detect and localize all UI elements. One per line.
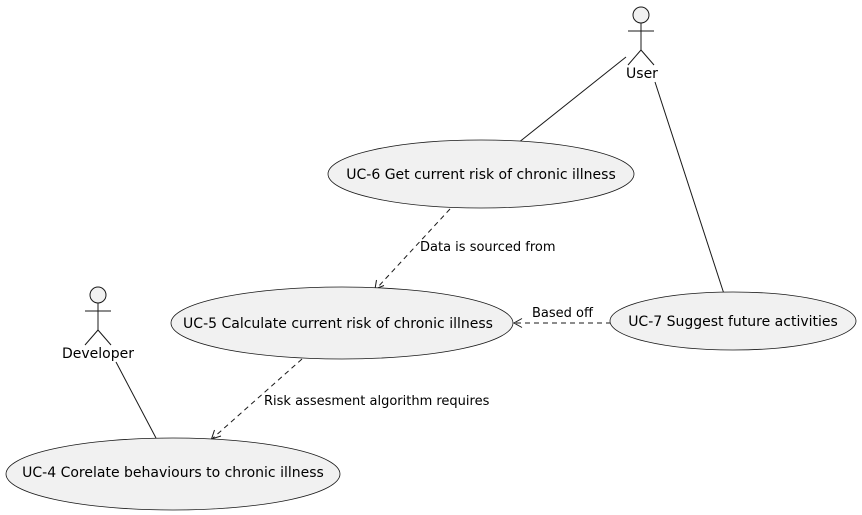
uc6-uc5-dependency-label: Data is sourced from — [420, 240, 556, 255]
actor-developer: Developer — [62, 286, 134, 362]
use-case-uc6: UC-6 Get current risk of chronic illness — [327, 139, 635, 209]
uc7-uc5-dependency-label: Based off — [532, 306, 594, 321]
user-uc7-association — [654, 81, 726, 298]
use-case-uc5: UC-5 Calculate current risk of chronic i… — [170, 286, 514, 360]
user-head — [632, 6, 650, 24]
developer-uc4-association — [115, 361, 157, 439]
use-case-uc4: UC-4 Corelate behaviours to chronic illn… — [5, 437, 341, 511]
actor-user-label: User — [626, 66, 658, 82]
use-case-uc4-label: UC-4 Corelate behaviours to chronic illn… — [22, 465, 324, 481]
uc7-uc5-dependency — [512, 318, 611, 328]
developer-head — [89, 286, 107, 304]
actor-user: User — [626, 6, 658, 82]
use-case-uc7-label: UC-7 Suggest future activities — [628, 314, 838, 330]
user-uc6-association — [517, 56, 627, 144]
uc5-uc4-dependency-label: Risk assesment algorithm requires — [264, 394, 490, 409]
use-case-uc6-label: UC-6 Get current risk of chronic illness — [346, 167, 615, 183]
use-case-uc5-label: UC-5 Calculate current risk of chronic i… — [183, 316, 493, 332]
use-case-uc7: UC-7 Suggest future activities — [609, 291, 857, 351]
actor-developer-label: Developer — [62, 346, 134, 362]
